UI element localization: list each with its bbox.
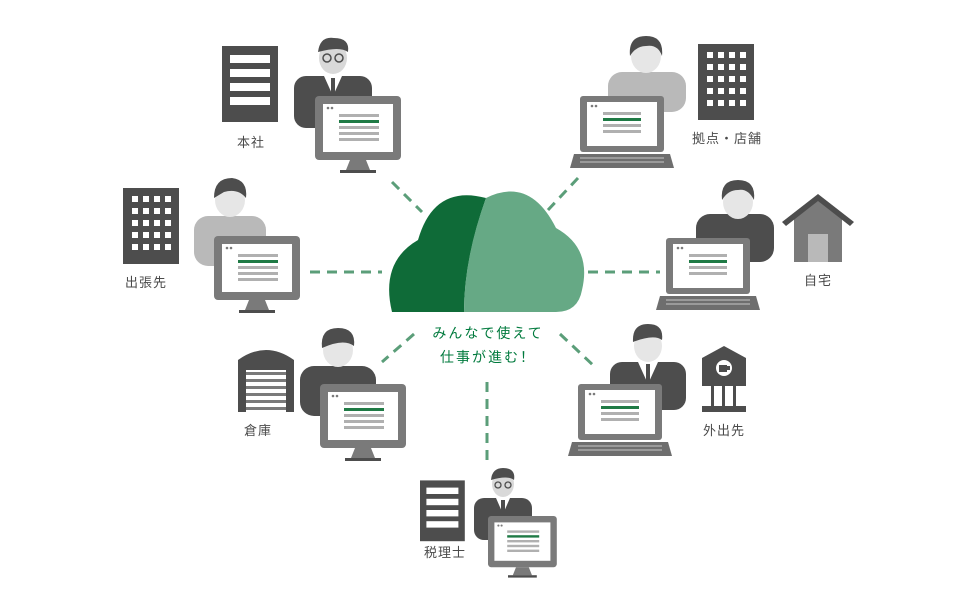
node-gaishutsusaki [568, 324, 746, 456]
label-shucchousaki: 出張先 [125, 276, 168, 291]
node-zeirishi [420, 468, 557, 578]
connector-souko [381, 332, 415, 364]
warehouse-icon [238, 350, 294, 412]
node-shucchousaki [123, 178, 300, 313]
label-honsha: 本社 [237, 136, 266, 151]
person-icon [608, 36, 686, 112]
node-honsha [222, 37, 401, 173]
cloud-icon [389, 191, 585, 312]
node-jitaku [656, 180, 854, 310]
connector-honsha [390, 180, 424, 214]
monitor-icon [315, 96, 401, 173]
label-kyoten: 拠点・店舗 [692, 132, 763, 147]
tagline-line2: 仕事が進む！ [440, 350, 536, 366]
cafe-icon [702, 346, 746, 412]
label-zeirishi: 税理士 [424, 546, 467, 561]
monitor-icon [488, 516, 557, 578]
house-icon [782, 194, 854, 262]
node-kyoten [570, 36, 754, 168]
monitor-icon [320, 384, 406, 461]
tagline-line1: みんなで使えて [432, 326, 544, 342]
monitor-icon [214, 236, 300, 313]
connector-gaishutsusaki [558, 332, 596, 368]
label-jitaku: 自宅 [804, 274, 833, 289]
label-gaishutsusaki: 外出先 [703, 424, 746, 439]
laptop-icon [570, 96, 674, 168]
connector-kyoten [546, 176, 580, 212]
label-souko: 倉庫 [244, 424, 273, 439]
connector-lines [310, 176, 660, 460]
laptop-icon [568, 384, 672, 456]
node-souko [238, 328, 406, 461]
tagline: みんなで使えて 仕事が進む！ [408, 322, 568, 370]
laptop-icon [656, 238, 760, 310]
